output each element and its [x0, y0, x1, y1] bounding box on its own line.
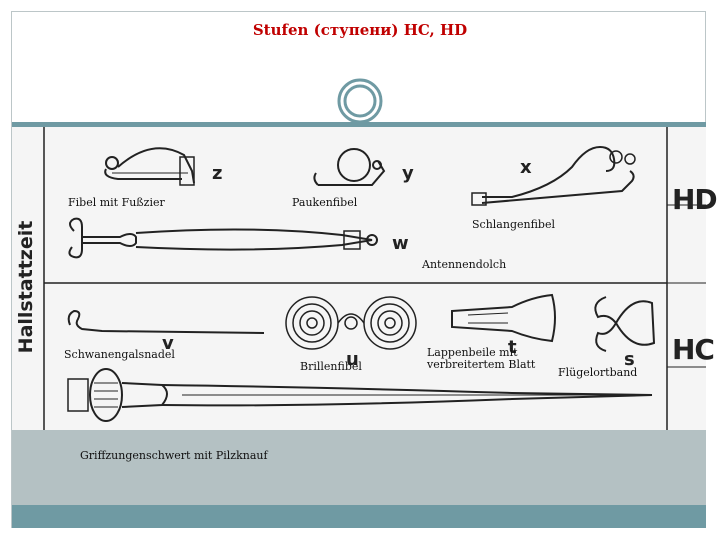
letter-x: x	[520, 157, 532, 178]
illustration-plate: z y x w v u t s HD HC Fibel mit Fußzier …	[12, 127, 718, 430]
letter-z: z	[212, 163, 223, 184]
winged-axe-drawing	[451, 293, 556, 343]
caption-winged-axe: Lappenbeile mit verbreitertem Blatt	[427, 346, 536, 371]
caption-drum-fibula: Paukenfibel	[292, 196, 358, 209]
slide-title: Stufen (ступени) HC, HD	[252, 21, 468, 39]
letter-v: v	[162, 333, 174, 354]
fibula-footed-drawing	[104, 147, 195, 186]
letter-w: w	[392, 233, 409, 254]
caption-serpentine-fibula: Schlangenfibel	[472, 218, 555, 231]
caption-winged-chape: Flügelortband	[558, 366, 638, 379]
letter-t: t	[508, 337, 517, 358]
phase-hd-label: HD	[672, 183, 718, 216]
side-label: Hallstattzeit	[12, 212, 40, 362]
swan-neck-pin-drawing	[67, 309, 265, 334]
sword-drawing	[67, 368, 653, 422]
caption-fibula-footed: Fibel mit Fußzier	[68, 196, 165, 209]
letter-y: y	[402, 163, 414, 184]
caption-antenna-dagger: Antennendolch	[422, 258, 507, 271]
divider-bar	[12, 122, 706, 127]
winged-chape-drawing	[594, 296, 656, 352]
artifact-drawings	[43, 127, 706, 430]
caption-sword: Griffzungenschwert mit Pilzknauf	[80, 449, 268, 462]
letter-u: u	[346, 349, 359, 370]
serpentine-fibula-drawing	[471, 145, 636, 206]
antenna-dagger-drawing	[68, 217, 378, 259]
letter-s: s	[624, 349, 635, 370]
ring-icon	[337, 78, 383, 124]
drum-fibula-drawing	[313, 148, 386, 186]
caption-swan-neck-pin: Schwanengalsnadel	[64, 348, 175, 361]
caption-spectacle-fibula: Brillenfibel	[300, 360, 362, 373]
phase-hc-label: HC	[672, 333, 715, 366]
gray-band	[12, 430, 706, 505]
spectacle-fibula-drawing	[285, 296, 417, 350]
side-label-text: Hallstattzeit	[15, 221, 37, 354]
bottom-bar	[12, 505, 706, 528]
